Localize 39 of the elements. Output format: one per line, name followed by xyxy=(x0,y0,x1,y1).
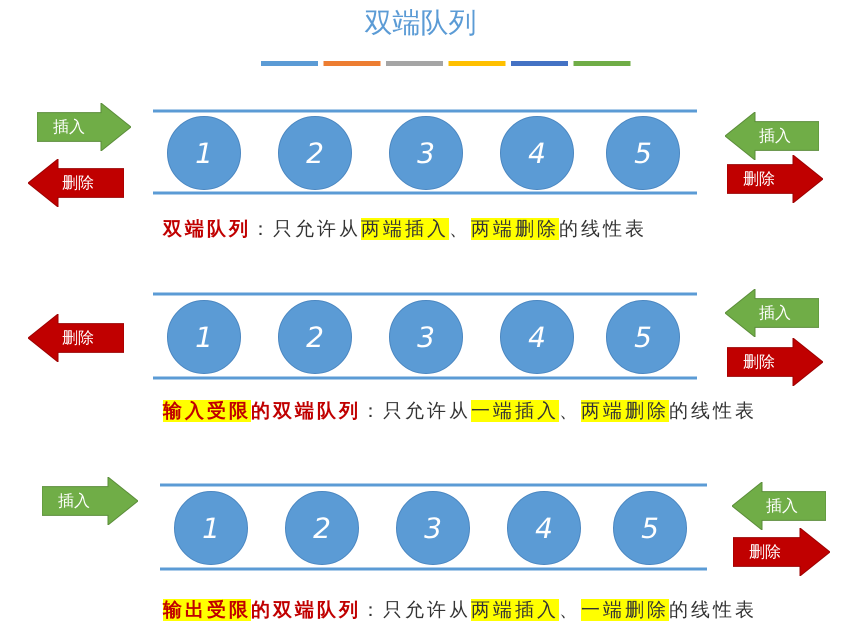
description-text: 输入受限的双端队列：只允许从一端插入、两端删除的线性表 xyxy=(163,399,757,424)
arrow-label: 删除 xyxy=(749,542,781,562)
arrow-label: 插入 xyxy=(53,117,85,137)
operation-tag xyxy=(28,314,124,362)
element-number: 4 xyxy=(528,320,546,354)
operation-tag xyxy=(42,477,138,525)
arrow-label: 插入 xyxy=(766,496,798,516)
operation-tag xyxy=(727,155,823,203)
description-text: 输出受限的双端队列：只允许从两端插入、一端删除的线性表 xyxy=(163,598,757,623)
element-number: 1 xyxy=(195,320,213,354)
element-number: 5 xyxy=(634,136,652,170)
element-number: 5 xyxy=(641,512,659,544)
element-number: 2 xyxy=(306,136,324,170)
operation-tag xyxy=(727,338,823,386)
element-number: 1 xyxy=(195,136,213,170)
element-number: 2 xyxy=(313,512,331,544)
operation-tag xyxy=(725,112,819,160)
element-number: 4 xyxy=(528,136,546,170)
operation-tag xyxy=(28,159,124,207)
operation-tag xyxy=(37,103,131,151)
arrow-label: 删除 xyxy=(62,173,94,193)
element-number: 2 xyxy=(306,320,324,354)
arrow-label: 删除 xyxy=(743,169,775,189)
element-number: 5 xyxy=(634,320,652,354)
operation-tag xyxy=(725,289,819,337)
arrow-label: 删除 xyxy=(743,352,775,372)
element-number: 3 xyxy=(424,512,442,544)
arrow-label: 插入 xyxy=(759,303,791,323)
element-number: 4 xyxy=(535,512,553,544)
diagram-title: 双端队列 xyxy=(364,5,478,41)
arrow-label: 插入 xyxy=(58,491,90,511)
element-number: 3 xyxy=(417,136,435,170)
operation-tag xyxy=(733,528,830,576)
description-text: 双端队列：只允许从两端插入、两端删除的线性表 xyxy=(163,217,647,242)
element-number: 1 xyxy=(202,512,220,544)
operation-tag xyxy=(732,482,826,530)
arrow-label: 删除 xyxy=(62,328,94,348)
arrow-label: 插入 xyxy=(759,126,791,146)
element-number: 3 xyxy=(417,320,435,354)
